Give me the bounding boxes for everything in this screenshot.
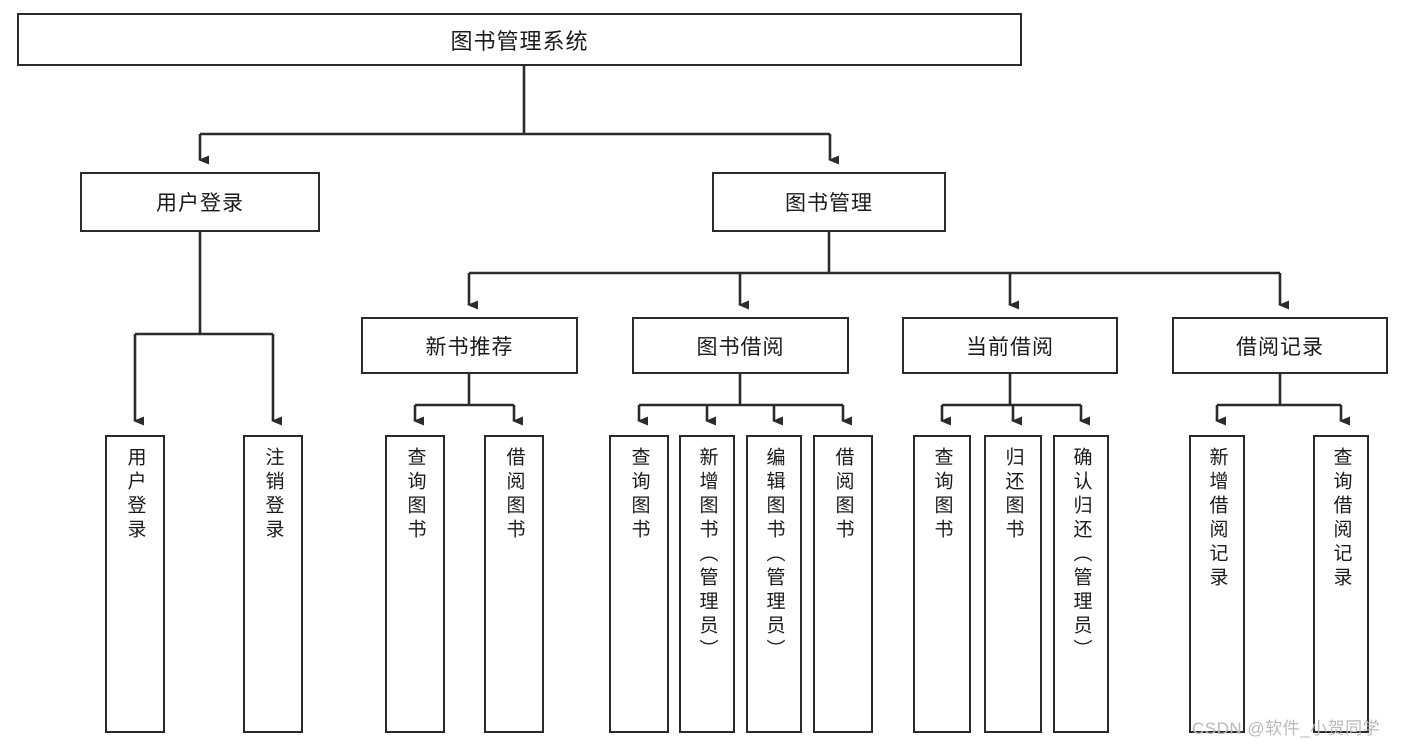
- leaf-query-book-1[interactable]: 查询图书: [385, 435, 445, 733]
- leaf-user-login[interactable]: 用户登录: [105, 435, 165, 733]
- leaf-borrow-book-2-label: 借阅图书: [832, 447, 854, 543]
- node-book-borrow[interactable]: 图书借阅: [632, 317, 849, 374]
- leaf-return-book[interactable]: 归还图书: [984, 435, 1042, 733]
- leaf-edit-book-admin[interactable]: 编辑图书（管理员）: [746, 435, 802, 733]
- leaf-confirm-return-admin[interactable]: 确认归还（管理员）: [1053, 435, 1109, 733]
- node-book-management-label: 图书管理: [785, 192, 873, 215]
- leaf-logout-label: 注销登录: [262, 447, 284, 543]
- leaf-borrow-book-2[interactable]: 借阅图书: [813, 435, 873, 733]
- node-user-login-label: 用户登录: [156, 192, 244, 215]
- leaf-edit-book-admin-label: 编辑图书（管理员）: [763, 447, 785, 663]
- leaf-query-book-1-label: 查询图书: [404, 447, 426, 543]
- node-root[interactable]: 图书管理系统: [17, 13, 1022, 66]
- node-root-label: 图书管理系统: [450, 28, 589, 54]
- node-current-borrow[interactable]: 当前借阅: [902, 317, 1118, 374]
- watermark: CSDN @软件_小贺同学: [1192, 719, 1381, 738]
- leaf-query-book-2[interactable]: 查询图书: [609, 435, 669, 733]
- leaf-logout[interactable]: 注销登录: [243, 435, 303, 733]
- node-new-book-recommend[interactable]: 新书推荐: [361, 317, 578, 374]
- leaf-add-book-admin-label: 新增图书（管理员）: [696, 447, 718, 663]
- leaf-add-borrow-record-label: 新增借阅记录: [1206, 447, 1228, 591]
- node-borrow-record[interactable]: 借阅记录: [1172, 317, 1388, 374]
- leaf-query-borrow-record-label: 查询借阅记录: [1330, 447, 1352, 591]
- node-book-management[interactable]: 图书管理: [712, 172, 946, 232]
- leaf-query-book-3[interactable]: 查询图书: [913, 435, 971, 733]
- leaf-add-book-admin[interactable]: 新增图书（管理员）: [679, 435, 735, 733]
- leaf-confirm-return-admin-label: 确认归还（管理员）: [1070, 447, 1092, 663]
- node-current-borrow-label: 当前借阅: [966, 335, 1054, 359]
- node-user-login[interactable]: 用户登录: [80, 172, 320, 232]
- leaf-add-borrow-record[interactable]: 新增借阅记录: [1189, 435, 1245, 733]
- leaf-query-borrow-record[interactable]: 查询借阅记录: [1313, 435, 1369, 733]
- node-book-borrow-label: 图书借阅: [696, 335, 785, 359]
- leaf-borrow-book-1[interactable]: 借阅图书: [484, 435, 544, 733]
- leaf-user-login-label: 用户登录: [124, 447, 146, 543]
- node-new-book-recommend-label: 新书推荐: [425, 335, 514, 359]
- node-borrow-record-label: 借阅记录: [1236, 335, 1324, 359]
- leaf-query-book-2-label: 查询图书: [628, 447, 650, 543]
- leaf-query-book-3-label: 查询图书: [931, 447, 953, 543]
- leaf-borrow-book-1-label: 借阅图书: [503, 447, 525, 543]
- leaf-return-book-label: 归还图书: [1002, 447, 1024, 543]
